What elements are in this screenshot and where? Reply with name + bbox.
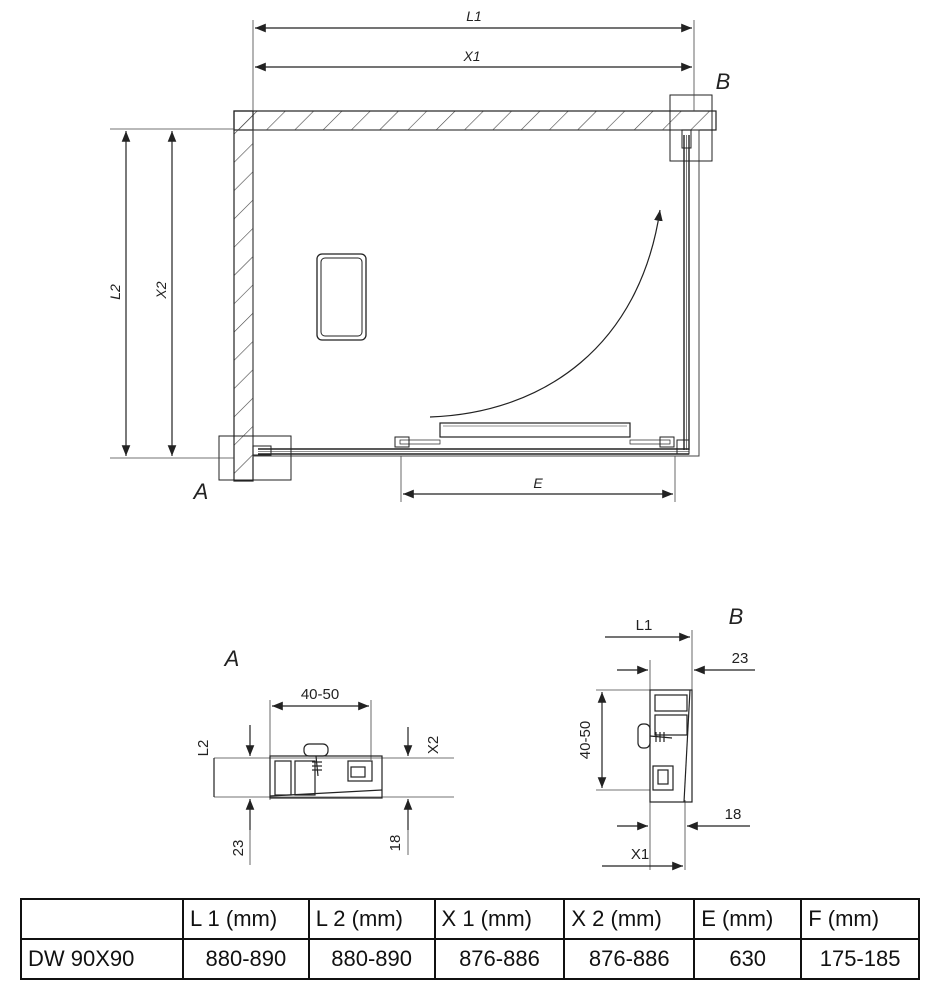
- table-header-cell: [20, 898, 184, 940]
- detail-a: A 40-50 L2: [195, 646, 454, 865]
- label-x1: X1: [462, 48, 480, 64]
- detail-a-title: A: [223, 646, 240, 671]
- sliding-door-panel: [439, 422, 631, 438]
- table-cell: 876-886: [563, 938, 696, 980]
- detail-b-title: B: [729, 604, 744, 629]
- drain-inner: [320, 257, 363, 337]
- table-header-cell: X 2 (mm): [563, 898, 696, 940]
- label-a-18: 18: [387, 835, 404, 852]
- detail-b: B L1 23 40-: [577, 604, 755, 871]
- side-wall: [233, 110, 254, 482]
- wall-profile-a: [252, 445, 272, 456]
- label-x2: X2: [153, 281, 169, 299]
- table-cell: 175-185: [800, 938, 920, 980]
- wall-profile-b: [681, 129, 692, 149]
- table-cell: 876-886: [433, 938, 566, 980]
- door-handle-left: [394, 436, 410, 448]
- main-plan: L1 X1 L2 X2 E B A: [107, 8, 730, 504]
- table-cell: 880-890: [182, 938, 310, 980]
- corner-bracket: [676, 439, 690, 455]
- table-header-cell: L 2 (mm): [307, 898, 436, 940]
- label-l2: L2: [107, 284, 123, 300]
- label-b-height: 40-50: [577, 721, 594, 759]
- shower-tray-outline: [252, 129, 700, 457]
- table-header-cell: E (mm): [693, 898, 803, 940]
- table-row: DW 90X90 880-890 880-890 876-886 876-886…: [20, 938, 920, 980]
- profile-a: [269, 743, 383, 799]
- drain-outer: [316, 253, 367, 341]
- table-cell-model: DW 90X90: [20, 938, 184, 980]
- detail-box-b: [669, 94, 713, 162]
- label-b-x1: X1: [631, 846, 649, 863]
- table-header-row: L 1 (mm) L 2 (mm) X 1 (mm) X 2 (mm) E (m…: [20, 898, 920, 940]
- label-a-23: 23: [230, 840, 247, 857]
- door-handle-right: [659, 436, 675, 448]
- table-header-cell: X 1 (mm): [433, 898, 566, 940]
- label-a-x2: X2: [425, 736, 442, 754]
- label-a-l2: L2: [195, 740, 212, 757]
- label-b-18: 18: [725, 806, 742, 823]
- label-e: E: [533, 475, 543, 491]
- profile-b: [637, 689, 693, 803]
- marker-b: B: [716, 69, 731, 94]
- back-wall: [233, 110, 717, 131]
- door-swing-arc: [429, 209, 663, 418]
- marker-a: A: [192, 479, 209, 504]
- table-cell: 880-890: [307, 938, 436, 980]
- label-b-23: 23: [732, 650, 749, 667]
- label-b-l1: L1: [636, 617, 653, 634]
- glass-panel-front: [258, 448, 689, 455]
- table-header-cell: F (mm): [800, 898, 920, 940]
- table-cell: 630: [693, 938, 803, 980]
- glass-panel-right: [683, 135, 690, 450]
- spec-table: L 1 (mm) L 2 (mm) X 1 (mm) X 2 (mm) E (m…: [20, 898, 920, 980]
- label-a-width: 40-50: [301, 686, 339, 703]
- label-l1: L1: [466, 8, 482, 24]
- table-header-cell: L 1 (mm): [182, 898, 310, 940]
